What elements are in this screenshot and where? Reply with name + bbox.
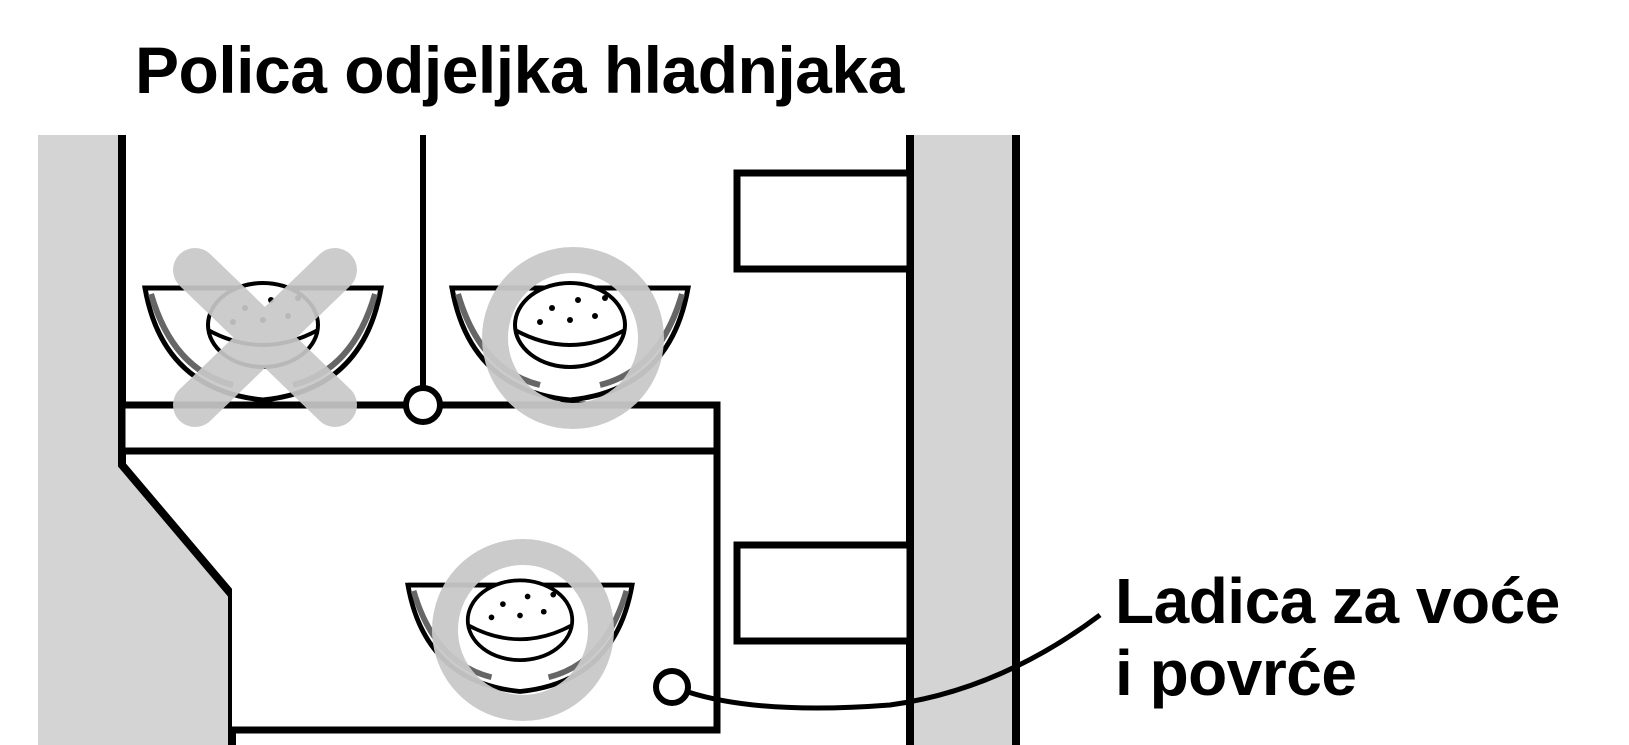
shelf-label: Polica odjeljka hladnjaka [135, 33, 904, 107]
door-bin-upper [733, 169, 914, 273]
door-bin-lower [733, 541, 914, 645]
right-wall [906, 135, 1020, 745]
drawer-leader-line [653, 612, 1102, 711]
drawer-label-line2: i povrće [1115, 637, 1357, 709]
circle-check-icon [432, 539, 614, 721]
circle-check-icon [482, 247, 664, 429]
drawer-label: Ladica za voće i povrće [1115, 565, 1560, 709]
drawer-label-line1: Ladica za voće [1115, 565, 1560, 637]
cross-icon [173, 248, 357, 427]
shelf-leader-line [403, 135, 443, 425]
